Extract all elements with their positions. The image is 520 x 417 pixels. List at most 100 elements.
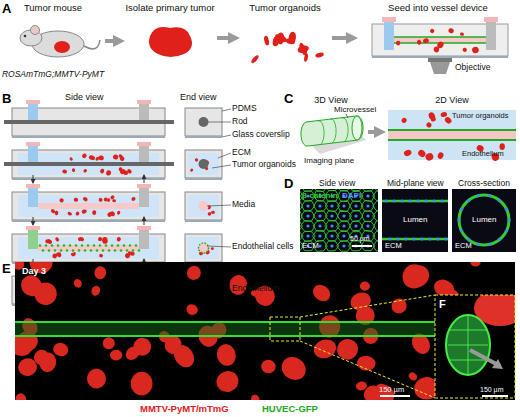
organoid: [51, 341, 70, 358]
figure-label: ECM: [302, 242, 319, 250]
figure-label: DAPI: [342, 192, 361, 200]
organoid: [194, 158, 199, 163]
figure-label: 150 µm: [480, 386, 504, 393]
organoid: [396, 41, 401, 46]
vessel-device-illustration: [372, 17, 508, 74]
organoid: [112, 199, 116, 202]
figure-label: Side view: [319, 179, 355, 188]
flow-arrow: [105, 39, 119, 43]
figure-label: β-catenin: [302, 192, 338, 200]
organoid: [163, 334, 183, 356]
organoid: [286, 38, 296, 45]
leader-line: [207, 205, 231, 206]
organoid: [70, 252, 75, 257]
organoid: [67, 211, 72, 216]
organoid: [310, 281, 334, 304]
organoid: [214, 368, 241, 394]
figure-label: HUVEC-GFP: [262, 404, 318, 414]
organoid: [98, 197, 103, 202]
leader-line: [218, 153, 231, 158]
organoid: [92, 210, 97, 215]
figure-label: Endothelium: [232, 284, 279, 293]
organoid: [444, 116, 453, 125]
figure-label: D: [284, 177, 293, 190]
figure-label: Glass coverslip: [232, 130, 290, 139]
figure-label: Tumor organoids: [452, 112, 508, 120]
figure-label: B: [2, 92, 11, 105]
figure-label: Day 3: [22, 267, 46, 276]
organoid: [112, 154, 119, 161]
organoid: [62, 169, 67, 173]
figure-label: Rod: [232, 117, 248, 126]
organoid: [38, 351, 57, 373]
organoid: [360, 281, 371, 291]
organoid: [448, 27, 455, 34]
leader-line: [222, 109, 231, 111]
figure-label: MMTV-PyMT/mTmG: [140, 404, 229, 414]
figure-label: Side view: [65, 93, 104, 102]
leader-line: [222, 135, 231, 137]
microvessel-2d-illustration: [388, 110, 516, 162]
organoid: [403, 149, 412, 157]
organoid: [93, 265, 107, 280]
step-label: Tumor mouse: [24, 3, 82, 13]
organoid: [312, 337, 339, 361]
organoid: [69, 157, 73, 162]
figure-label: Lumen: [472, 216, 496, 224]
organoid: [425, 122, 432, 129]
organoid: [184, 263, 204, 283]
figure-label: Cross-section: [458, 179, 510, 188]
figure-label: Tumor organoids: [232, 160, 296, 169]
organoid: [211, 247, 215, 250]
organoid: [119, 155, 126, 162]
organoid: [110, 195, 115, 200]
organoid: [74, 198, 79, 202]
organoid: [116, 236, 121, 242]
organoid: [98, 237, 103, 242]
figure-label: 50 µm: [350, 235, 370, 242]
microvessel-3d-illustration: [300, 114, 366, 154]
organoid: [132, 336, 153, 357]
device-step: [4, 142, 231, 180]
organoid: [82, 196, 88, 202]
step-box: Seed into vessel device: [358, 3, 518, 75]
organoid: [424, 152, 434, 162]
organoid: [55, 210, 59, 215]
figure-label: ECM: [455, 242, 472, 250]
figure-label: Endothelial cells: [232, 242, 293, 251]
figure-label: C: [284, 92, 293, 105]
device-step: [4, 100, 231, 138]
figure-label: E: [2, 262, 11, 275]
organoid: [263, 35, 270, 45]
flow-arrow: [368, 130, 380, 134]
figure-label: A: [2, 2, 11, 15]
organoid: [73, 252, 76, 256]
organoid: [422, 38, 429, 44]
organoid: [333, 335, 361, 363]
organoid: [99, 253, 104, 257]
organoid: [430, 117, 436, 122]
step-label: ROSAmTmG;MMTV-PyMT: [2, 70, 104, 79]
organoid: [104, 198, 108, 202]
organoid: [214, 342, 238, 368]
figure-label: Endothelium: [462, 150, 504, 158]
leader-line: [207, 246, 231, 247]
organoid: [401, 117, 408, 124]
figure-label: End view: [180, 93, 217, 102]
organoid: [50, 208, 56, 214]
organoid: [89, 155, 95, 160]
mouse-illustration: [20, 26, 100, 58]
organoid: [90, 284, 102, 297]
organoid: [109, 210, 116, 217]
organoid: [131, 196, 136, 201]
organoid: [437, 151, 445, 159]
leader-line: [212, 165, 231, 168]
organoid: [123, 170, 128, 175]
organoid: [116, 210, 120, 215]
step-label: 2D View: [435, 96, 468, 106]
organoid: [440, 111, 448, 117]
flow-arrow: [332, 36, 352, 40]
figure-label: Imaging plane: [304, 157, 354, 165]
